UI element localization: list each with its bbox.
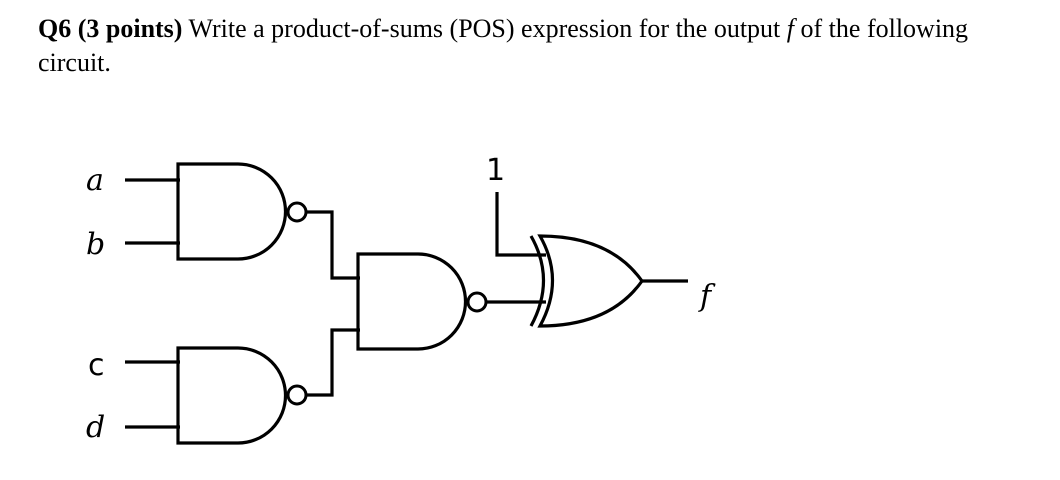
wire-constant-1 bbox=[495, 192, 546, 257]
nand-gate-3 bbox=[356, 252, 468, 351]
wire-nand1-to-nand3 bbox=[306, 210, 360, 280]
nand-gate-1-bubble bbox=[286, 201, 308, 223]
xor-gate bbox=[537, 234, 644, 328]
question-text-before: Write a product-of-sums (POS) expression… bbox=[182, 14, 787, 43]
question-number: Q6 (3 points) bbox=[38, 14, 183, 43]
constant-label: 1 bbox=[486, 153, 505, 188]
question-variable: f bbox=[786, 14, 795, 43]
question-text-after: of the following circuit. bbox=[38, 14, 969, 77]
input-label-c: c bbox=[88, 348, 105, 383]
wire-nand2-to-nand3 bbox=[306, 328, 360, 397]
output-label-f: f bbox=[698, 279, 716, 314]
input-label-b: b bbox=[86, 227, 105, 262]
nand-gate-2 bbox=[176, 346, 288, 445]
input-label-d: d bbox=[86, 410, 105, 445]
nand-gate-2-bubble bbox=[286, 384, 308, 406]
question-text: Q6 (3 points) Write a product-of-sums (P… bbox=[38, 12, 1038, 80]
xor-gate-back-curve bbox=[529, 235, 546, 327]
nand-gate-3-bubble bbox=[466, 291, 488, 313]
nand-gate-1 bbox=[176, 162, 288, 261]
input-label-a: a bbox=[86, 163, 104, 198]
